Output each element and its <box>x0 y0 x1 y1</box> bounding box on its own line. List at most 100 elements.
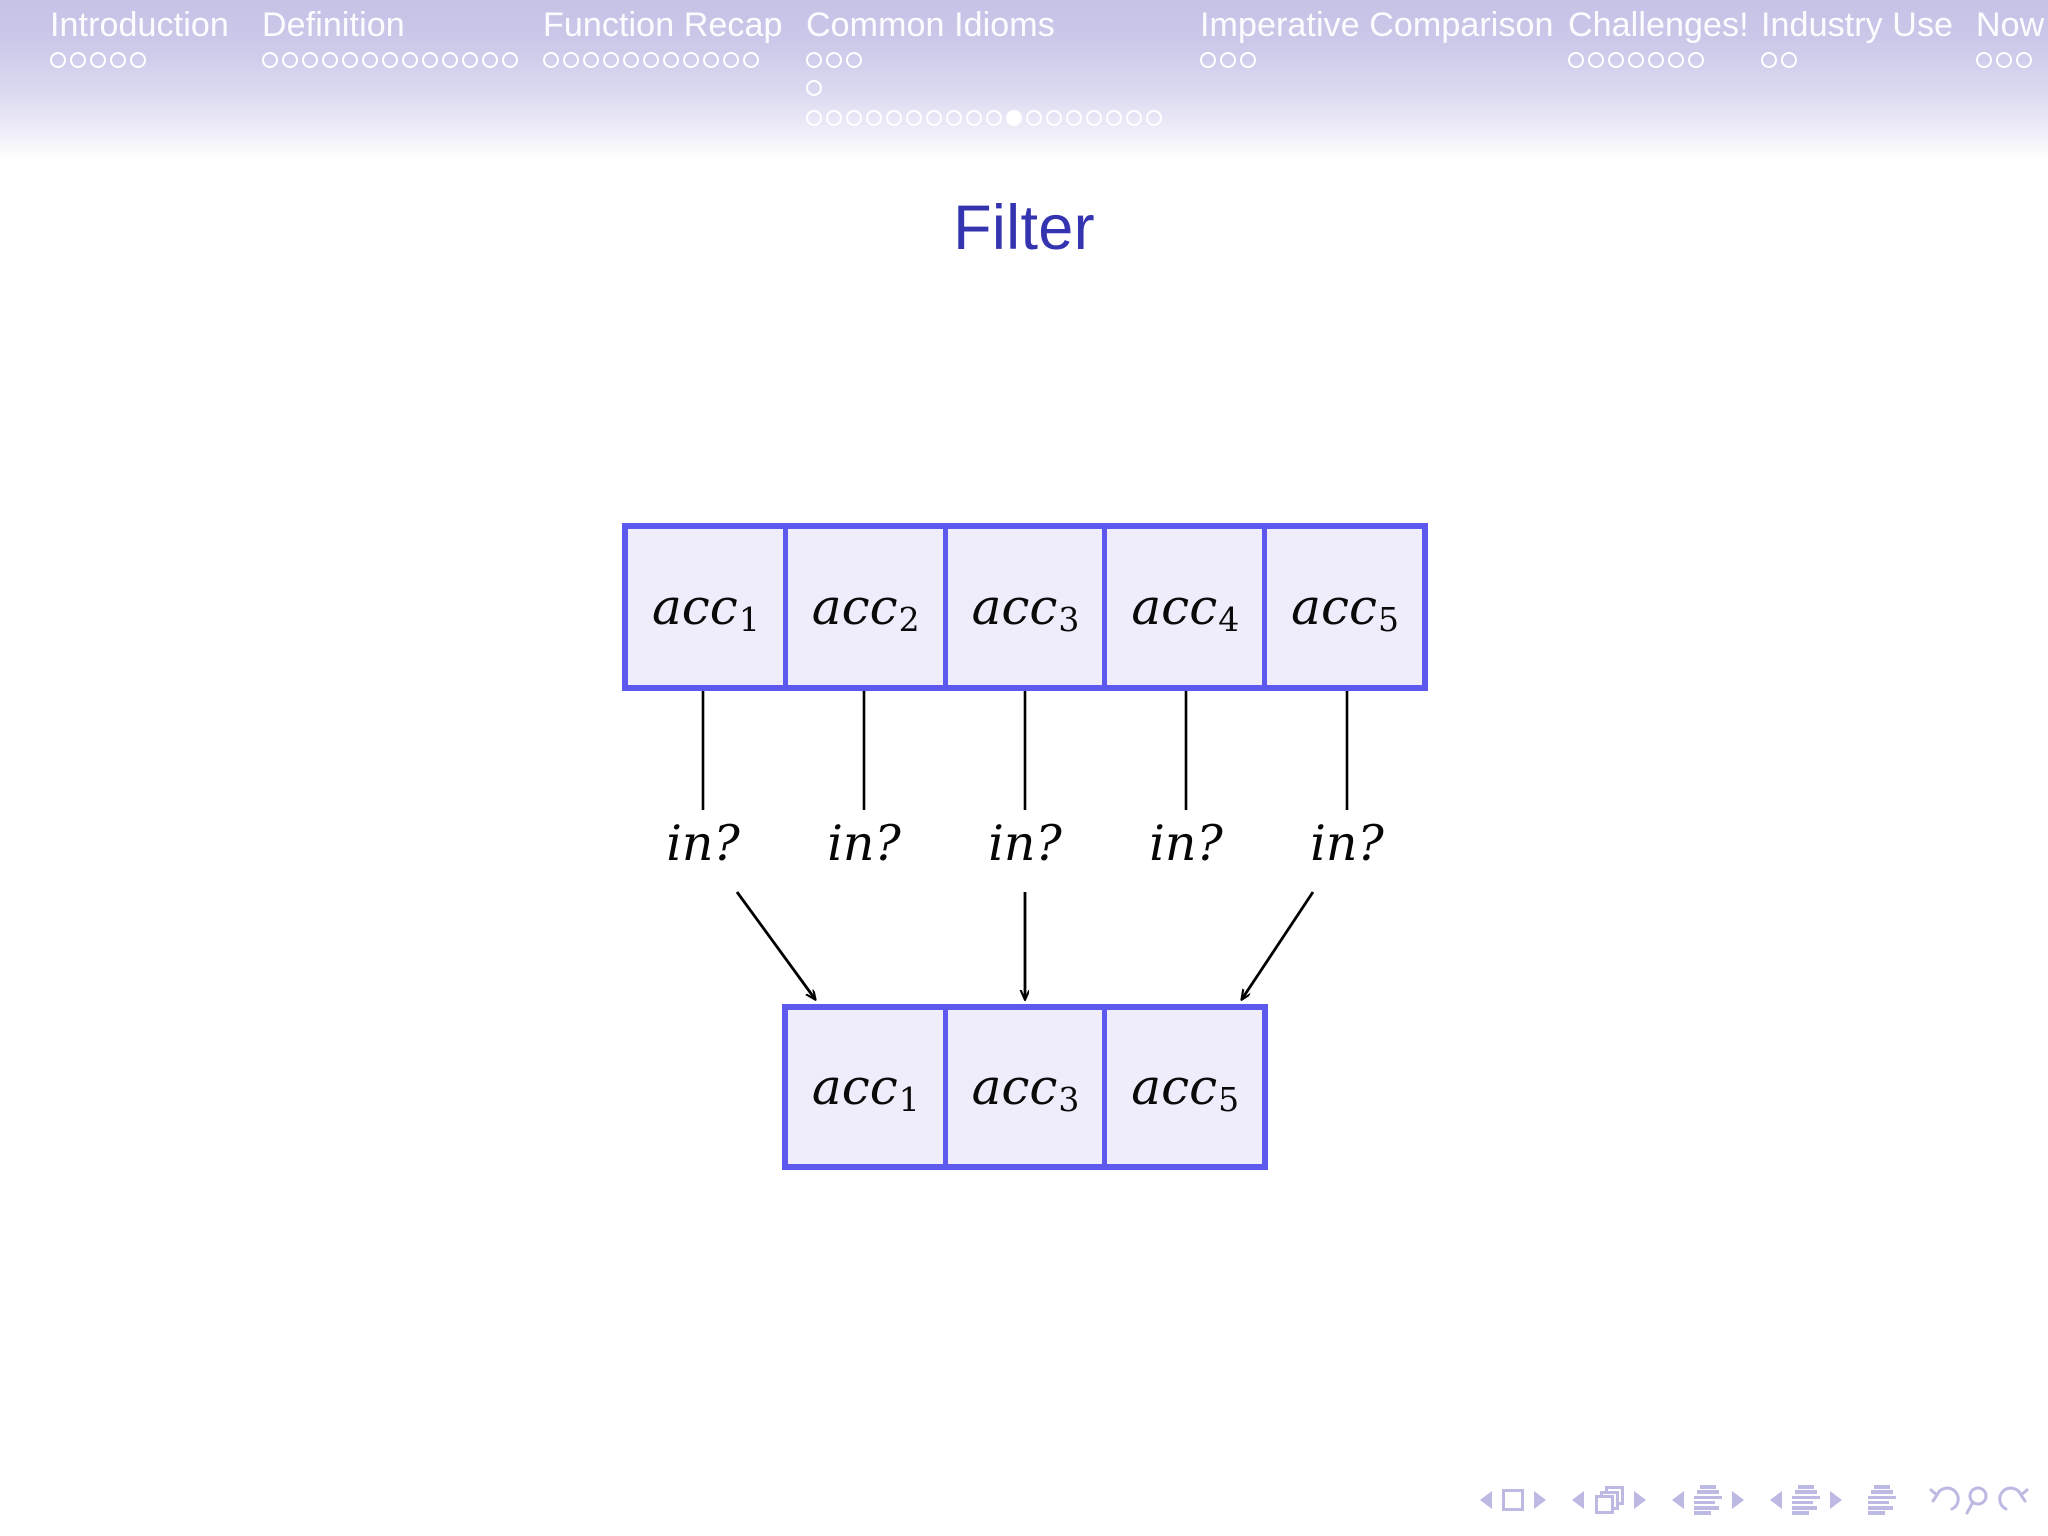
previous-frame-icon[interactable] <box>1572 1491 1584 1509</box>
nav-dot[interactable] <box>623 52 639 68</box>
subsection-navigation-group[interactable] <box>1672 1485 1744 1515</box>
previous-subsection-icon[interactable] <box>1672 1491 1684 1509</box>
nav-dot[interactable] <box>926 110 942 126</box>
nav-dot[interactable] <box>502 52 518 68</box>
nav-dot[interactable] <box>866 110 882 126</box>
nav-dot[interactable] <box>1781 52 1797 68</box>
nav-dot[interactable] <box>723 52 739 68</box>
nav-dot[interactable] <box>683 52 699 68</box>
presentation-navigation-group[interactable] <box>1868 1485 1896 1515</box>
nav-dot[interactable] <box>2016 52 2032 68</box>
nav-dot[interactable] <box>1240 52 1256 68</box>
nav-dot[interactable] <box>643 52 659 68</box>
nav-dot[interactable] <box>342 52 358 68</box>
nav-section-label[interactable]: Now <box>1976 6 2045 44</box>
nav-dot[interactable] <box>1668 52 1684 68</box>
nav-dot[interactable] <box>946 110 962 126</box>
frame-navigation-group[interactable] <box>1572 1486 1646 1514</box>
nav-dot[interactable] <box>806 110 822 126</box>
nav-dot[interactable] <box>1026 110 1042 126</box>
nav-dot[interactable] <box>282 52 298 68</box>
nav-dot[interactable] <box>1066 110 1082 126</box>
nav-dot[interactable] <box>402 52 418 68</box>
nav-section-label[interactable]: Function Recap <box>543 6 783 44</box>
nav-slide-dots-row[interactable] <box>543 52 763 68</box>
slide-navigation-group[interactable] <box>1480 1489 1546 1511</box>
next-slide-icon[interactable] <box>1534 1491 1546 1509</box>
back-icon[interactable] <box>1926 1483 1960 1517</box>
nav-dot[interactable] <box>322 52 338 68</box>
frame-icon[interactable] <box>1594 1486 1624 1514</box>
beamer-navigation-symbols[interactable] <box>1454 1472 2032 1528</box>
nav-dot[interactable] <box>563 52 579 68</box>
nav-dot[interactable] <box>663 52 679 68</box>
nav-section-label[interactable]: Definition <box>262 6 405 44</box>
section-icon[interactable] <box>1792 1485 1820 1515</box>
nav-dot[interactable] <box>543 52 559 68</box>
nav-dot[interactable] <box>846 52 862 68</box>
nav-dot[interactable] <box>826 52 842 68</box>
nav-dot[interactable] <box>806 80 822 96</box>
nav-dot[interactable] <box>743 52 759 68</box>
nav-dot[interactable] <box>603 52 619 68</box>
presentation-icon[interactable] <box>1868 1485 1896 1515</box>
nav-dot[interactable] <box>90 52 106 68</box>
nav-dot[interactable] <box>302 52 318 68</box>
nav-section-label[interactable]: Imperative Comparison <box>1200 6 1554 44</box>
nav-dot[interactable] <box>1220 52 1236 68</box>
nav-slide-dots-row[interactable] <box>806 80 826 96</box>
nav-section-label[interactable]: Industry Use <box>1761 6 1954 44</box>
nav-dot[interactable] <box>362 52 378 68</box>
nav-slide-dots-row[interactable] <box>50 52 150 68</box>
nav-dot[interactable] <box>1608 52 1624 68</box>
back-search-forward-group[interactable] <box>1926 1483 2032 1517</box>
nav-section-label[interactable]: Common Idioms <box>806 6 1055 44</box>
nav-dot[interactable] <box>906 110 922 126</box>
nav-dot[interactable] <box>846 110 862 126</box>
nav-dot[interactable] <box>1200 52 1216 68</box>
nav-dot[interactable] <box>826 110 842 126</box>
nav-dot[interactable] <box>703 52 719 68</box>
nav-dot[interactable] <box>1568 52 1584 68</box>
nav-dot[interactable] <box>986 110 1002 126</box>
nav-dot[interactable] <box>1106 110 1122 126</box>
nav-dot[interactable] <box>262 52 278 68</box>
search-icon[interactable] <box>1964 1483 1994 1517</box>
nav-slide-dots-row[interactable] <box>1976 52 2036 68</box>
nav-dot[interactable] <box>382 52 398 68</box>
nav-dot[interactable] <box>130 52 146 68</box>
nav-dot-current[interactable] <box>1006 110 1022 126</box>
nav-dot[interactable] <box>1086 110 1102 126</box>
next-section-icon[interactable] <box>1830 1491 1842 1509</box>
nav-dot[interactable] <box>966 110 982 126</box>
nav-dot[interactable] <box>110 52 126 68</box>
nav-slide-dots-row[interactable] <box>1568 52 1708 68</box>
nav-dot[interactable] <box>806 52 822 68</box>
nav-dot[interactable] <box>1761 52 1777 68</box>
nav-dot[interactable] <box>70 52 86 68</box>
nav-dot[interactable] <box>1588 52 1604 68</box>
next-subsection-icon[interactable] <box>1732 1491 1744 1509</box>
previous-section-icon[interactable] <box>1770 1491 1782 1509</box>
nav-section-label[interactable]: Challenges! <box>1568 6 1749 44</box>
nav-dot[interactable] <box>50 52 66 68</box>
nav-dot[interactable] <box>442 52 458 68</box>
previous-slide-icon[interactable] <box>1480 1491 1492 1509</box>
nav-dot[interactable] <box>1126 110 1142 126</box>
nav-slide-dots-row[interactable] <box>1761 52 1801 68</box>
nav-dot[interactable] <box>1628 52 1644 68</box>
nav-dot[interactable] <box>1648 52 1664 68</box>
nav-slide-dots-row[interactable] <box>806 52 866 68</box>
nav-section-label[interactable]: Introduction <box>50 6 229 44</box>
nav-dot[interactable] <box>1996 52 2012 68</box>
nav-dot[interactable] <box>422 52 438 68</box>
nav-dot[interactable] <box>886 110 902 126</box>
nav-slide-dots-row[interactable] <box>806 110 1166 126</box>
forward-icon[interactable] <box>1998 1483 2032 1517</box>
nav-dot[interactable] <box>583 52 599 68</box>
next-frame-icon[interactable] <box>1634 1491 1646 1509</box>
nav-dot[interactable] <box>1976 52 1992 68</box>
nav-dot[interactable] <box>482 52 498 68</box>
slide-icon[interactable] <box>1502 1489 1524 1511</box>
nav-slide-dots-row[interactable] <box>1200 52 1260 68</box>
